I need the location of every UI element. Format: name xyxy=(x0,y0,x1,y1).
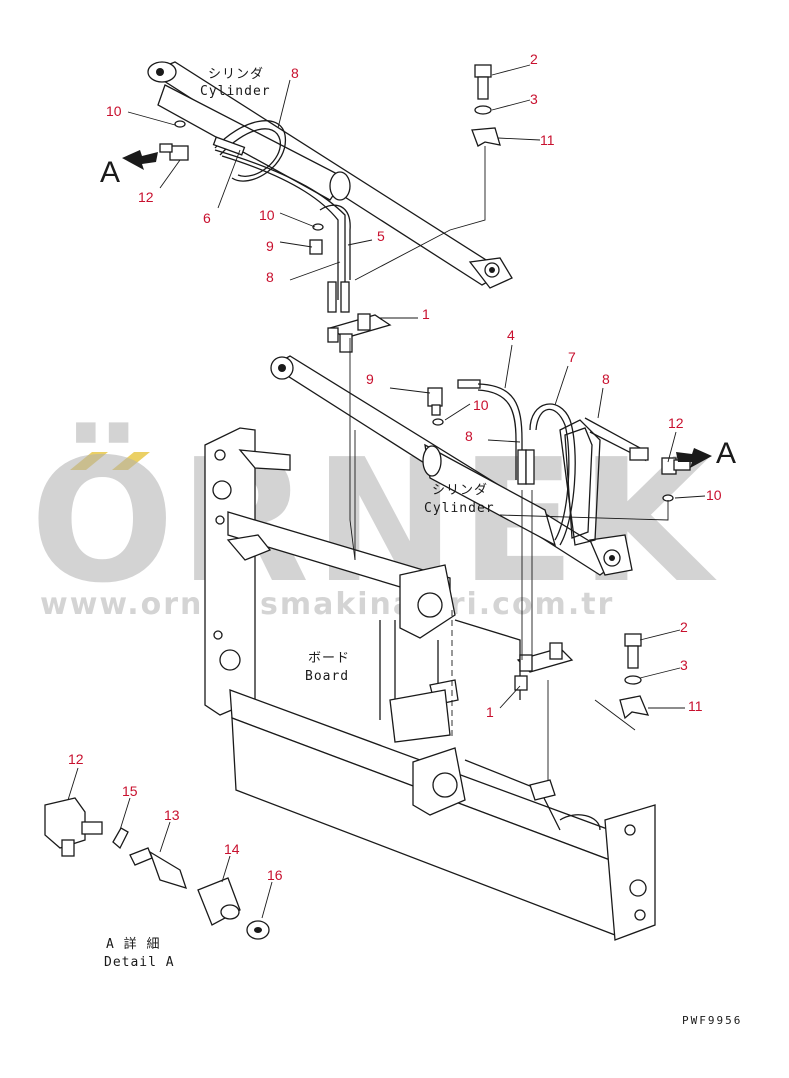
lower-clamp xyxy=(514,642,574,691)
view-arrow-right-icon xyxy=(676,448,712,468)
upper-bolt-set xyxy=(354,64,501,281)
label-board-en: Board xyxy=(305,669,349,684)
view-arrows xyxy=(122,150,712,468)
watermark: ÖRNEK www.ornekismakinalari.com.tr xyxy=(30,422,713,622)
callout-6: 6 xyxy=(203,210,211,226)
label-cylinder-en-top: Cylinder xyxy=(200,84,271,99)
label-board-jp: ボード xyxy=(308,651,350,666)
callout-13: 13 xyxy=(164,807,180,823)
callout-7: 7 xyxy=(568,349,576,365)
callout-11-b: 11 xyxy=(688,698,703,714)
label-detail-en: Detail A xyxy=(104,955,175,970)
callout-2-a: 2 xyxy=(530,51,538,67)
upper-hoses xyxy=(214,120,351,313)
watermark-url: www.ornekismakinalari.com.tr xyxy=(40,587,614,622)
callout-8-b: 8 xyxy=(266,269,274,285)
callout-5: 5 xyxy=(377,228,385,244)
callout-3-b: 3 xyxy=(680,657,688,673)
callout-12-c: 12 xyxy=(68,751,84,767)
callout-leaders xyxy=(67,64,706,919)
upper-cylinder xyxy=(147,61,513,289)
watermark-accent-right xyxy=(112,452,150,470)
view-arrow-left-icon xyxy=(122,150,158,170)
reference-lines xyxy=(349,338,669,780)
text-labels: シリンダ Cylinder シリンダ Cylinder ボード Board A … xyxy=(100,67,742,1027)
watermark-accent-left xyxy=(70,452,108,470)
callout-10-a: 10 xyxy=(106,103,122,119)
callout-1-b: 1 xyxy=(486,704,494,720)
callout-3-a: 3 xyxy=(530,91,538,107)
label-cylinder-en-bottom: Cylinder xyxy=(424,501,495,516)
detail-a-parts xyxy=(44,797,270,940)
lower-cylinder xyxy=(270,355,633,576)
callout-10-c: 10 xyxy=(473,397,489,413)
lower-hoses xyxy=(457,379,649,546)
lower-bolt-set xyxy=(594,633,650,731)
callout-8-c: 8 xyxy=(602,371,610,387)
board-frame xyxy=(204,427,656,941)
callout-10-d: 10 xyxy=(706,487,722,503)
callout-15: 15 xyxy=(122,783,138,799)
callout-10-b: 10 xyxy=(259,207,275,223)
callout-12-b: 12 xyxy=(668,415,684,431)
callout-8-a: 8 xyxy=(291,65,299,81)
callout-8-d: 8 xyxy=(465,428,473,444)
callout-9-b: 9 xyxy=(366,371,374,387)
upper-clamp xyxy=(327,313,392,353)
lower-fittings xyxy=(427,387,691,502)
callout-2-b: 2 xyxy=(680,619,688,635)
callout-12-a: 12 xyxy=(138,189,154,205)
upper-fittings xyxy=(159,120,324,255)
label-cylinder-jp-top: シリンダ xyxy=(208,67,264,82)
label-detail-jp: A 詳 細 xyxy=(106,936,160,952)
callout-numbers: 8 10 12 6 10 9 8 5 1 2 3 11 4 7 8 9 10 8… xyxy=(68,51,722,883)
drawing-code: PWF9956 xyxy=(682,1014,742,1027)
view-marker-right: A xyxy=(716,437,736,470)
callout-1-a: 1 xyxy=(422,306,430,322)
callout-11-a: 11 xyxy=(540,132,555,148)
callout-14: 14 xyxy=(224,841,240,857)
callout-4: 4 xyxy=(507,327,515,343)
label-cylinder-jp-bottom: シリンダ xyxy=(432,483,488,498)
callout-9-a: 9 xyxy=(266,238,274,254)
callout-16: 16 xyxy=(267,867,283,883)
view-marker-left: A xyxy=(100,156,120,189)
